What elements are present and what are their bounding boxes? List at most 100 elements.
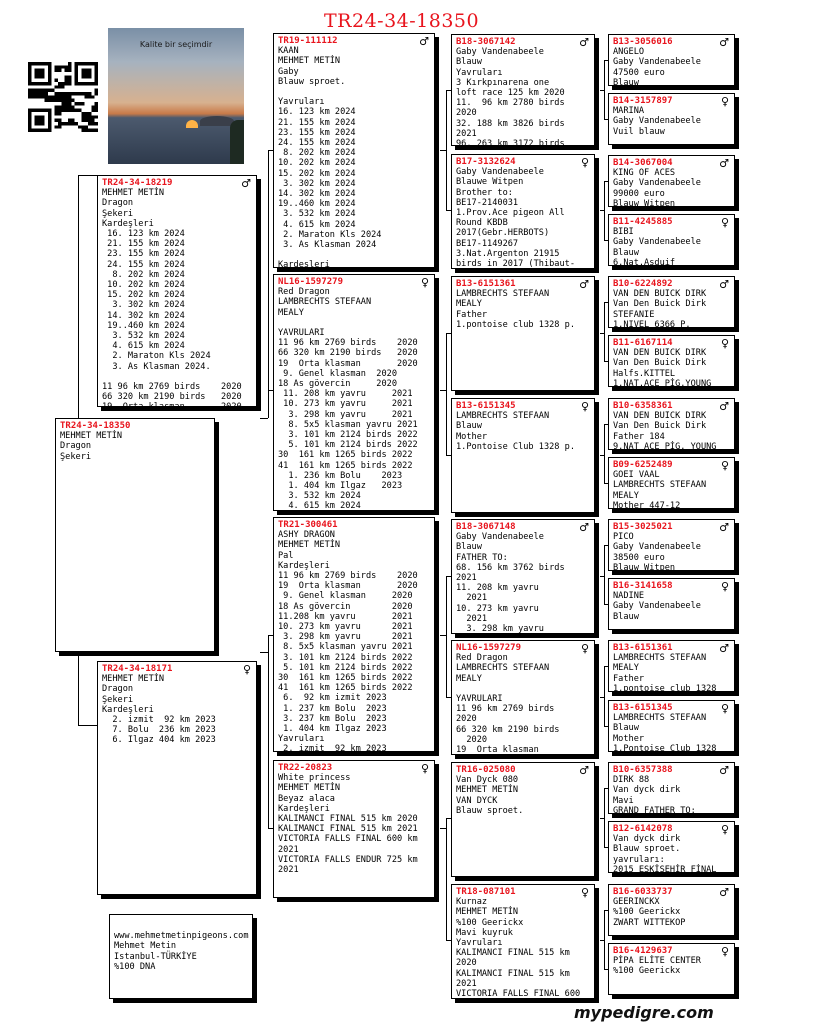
- card-line: 2017(Gebr.HERBOTS): [456, 228, 590, 238]
- pigeon-card-g4: B11-4245885♀BIBIGaby VandenabeeleBlauw6.…: [608, 214, 735, 266]
- card-line: MEALY: [613, 491, 730, 501]
- female-symbol-icon: ♀: [421, 763, 429, 774]
- breeder-location: Istanbul-TÜRKİYE: [114, 952, 248, 962]
- card-line: MEHMET METİN: [456, 907, 590, 917]
- connector-line: [260, 418, 268, 419]
- card-line: 2. izmit 92 km 2023: [278, 744, 430, 752]
- connector-line: [268, 652, 269, 828]
- card-line: 2021: [456, 593, 590, 603]
- female-symbol-icon: ♀: [581, 887, 589, 898]
- card-line: 1. 237 km Bolu 2023: [278, 704, 430, 714]
- card-line: 3. As Klasman 2024: [278, 240, 430, 250]
- card-line: ASHY DRAGON: [278, 530, 430, 540]
- male-symbol-icon: ♂: [719, 522, 729, 533]
- card-line: KALIMANCI FINAL 515 km: [456, 969, 590, 979]
- card-line: Yavruları: [456, 68, 590, 78]
- card-line: 19 Orta klasman 2020: [278, 581, 430, 591]
- pigeon-card-g7: B10-6358361♂VAN DEN BUICK DIRKVan Den Bu…: [608, 398, 735, 450]
- card-line: 4. 615 km 2024: [278, 501, 430, 511]
- breeder-website: www.mehmetmetinpigeons.com: [114, 931, 248, 941]
- male-symbol-icon: ♂: [719, 401, 729, 412]
- card-line: Blauw: [613, 723, 730, 733]
- card-line: Kardeşleri: [102, 705, 252, 715]
- card-line: Blauw sproet.: [613, 844, 730, 854]
- connector-line: [604, 697, 605, 726]
- card-line: [278, 318, 430, 328]
- card-line: 15. 202 km 2024: [278, 169, 430, 179]
- card-line: birds in 2017 (Thibaut-: [456, 259, 590, 269]
- card-line: Mavi kuyruk: [456, 928, 590, 938]
- card-line: 18 As gövercin 2020: [278, 379, 430, 389]
- card-line: LAMBRECHTS STEFAAN: [278, 297, 430, 307]
- connector-line: [78, 725, 97, 726]
- pigeon-card-g14: B12-6142078♀Van dyck dirkBlauw sproet.ya…: [608, 821, 735, 873]
- card-line: 9. Genel klasman 2020: [278, 591, 430, 601]
- connector-line: [604, 302, 605, 333]
- card-line: Round KBDB: [456, 218, 590, 228]
- female-symbol-icon: ♀: [721, 460, 729, 471]
- pedigree-title: TR24-34-18350: [324, 10, 479, 32]
- card-line: [278, 250, 430, 260]
- card-line: 19 Orta klasman: [456, 745, 590, 755]
- ring-number: B13-6151361: [456, 279, 590, 289]
- card-line: GEERINCKX: [613, 897, 730, 907]
- connector-line: [604, 424, 605, 455]
- card-line: [456, 684, 590, 694]
- male-symbol-icon: ♂: [579, 765, 589, 776]
- card-line: Van Den Buick Dirk: [613, 299, 730, 309]
- connector-line: [446, 635, 447, 697]
- card-line: Van dyck dirk: [613, 834, 730, 844]
- card-line: 11.208 km yavru 2021: [278, 612, 430, 622]
- female-symbol-icon: ♀: [581, 643, 589, 654]
- connector-line: [78, 175, 79, 418]
- connector-line: [446, 828, 447, 940]
- card-line: DIRK 88: [613, 775, 730, 785]
- ring-number: TR24-34-18350: [60, 421, 210, 431]
- card-line: 99000 euro: [613, 189, 730, 199]
- connector-line: [268, 150, 269, 418]
- card-line: 96. 263 km 3172 birds: [456, 139, 590, 146]
- card-line: Yavruları: [278, 97, 430, 107]
- card-line: %100 Geerickx: [456, 918, 590, 928]
- card-line: VAN DEN BUICK DIRK: [613, 411, 730, 421]
- card-line: 3. As Klasman 2024.: [102, 362, 252, 372]
- card-line: 8. 5x5 klasman yavru 2021: [278, 420, 430, 430]
- female-symbol-icon: ♀: [581, 157, 589, 168]
- card-line: LAMBRECHTS STEFAAN: [456, 663, 590, 673]
- card-line: 19 Orta klasman 2020: [278, 359, 430, 369]
- male-symbol-icon: ♂: [579, 279, 589, 290]
- connector-line: [604, 181, 605, 210]
- card-line: STEFANIE: [613, 310, 730, 320]
- card-line: 2015 ESKİŞEHİR FİNAL: [613, 865, 730, 873]
- card-line: MEALY: [278, 308, 430, 318]
- card-line: Blauw: [613, 248, 730, 258]
- connector-line: [604, 666, 605, 697]
- card-line: Gaby: [278, 67, 430, 77]
- card-line: 1.Prov.Ace pigeon All: [456, 208, 590, 218]
- ring-number: B10-6358361: [613, 401, 730, 411]
- connector-line: [78, 175, 97, 176]
- pigeon-card-md: NL16-1597279♀Red DragonLAMBRECHTS STEFAA…: [451, 640, 595, 755]
- connector-line: [604, 545, 605, 576]
- card-line: Dragon: [102, 684, 252, 694]
- card-line: 3. 302 km 2024: [278, 179, 430, 189]
- card-line: 3.Nat.Argenton 21915: [456, 249, 590, 259]
- photo-caption: Kalite bir seçimdir: [108, 40, 244, 49]
- card-line: 5. 101 km 2124 birds 2022: [278, 663, 430, 673]
- ring-number: TR24-34-18219: [102, 178, 252, 188]
- card-line: YAVRULARI: [278, 328, 430, 338]
- card-line: 10. 273 km yavru 2021: [278, 622, 430, 632]
- card-line: 66 320 km 2190 birds: [456, 725, 590, 735]
- pigeon-card-g1: B13-3056016♂ANGELOGaby Vandenabeele47500…: [608, 34, 735, 86]
- card-line: 11. 96 km 2780 birds: [456, 98, 590, 108]
- female-symbol-icon: ♀: [721, 703, 729, 714]
- card-line: 4. 615 km 2024: [102, 341, 252, 351]
- card-line: GRAND FATHER TO:: [613, 806, 730, 814]
- card-line: Halfs.KITTEL: [613, 369, 730, 379]
- card-line: yavruları:: [613, 855, 730, 865]
- card-line: 2020: [456, 958, 590, 968]
- connector-line: [604, 576, 605, 604]
- card-line: 2. Maraton Kls 2024: [102, 351, 252, 361]
